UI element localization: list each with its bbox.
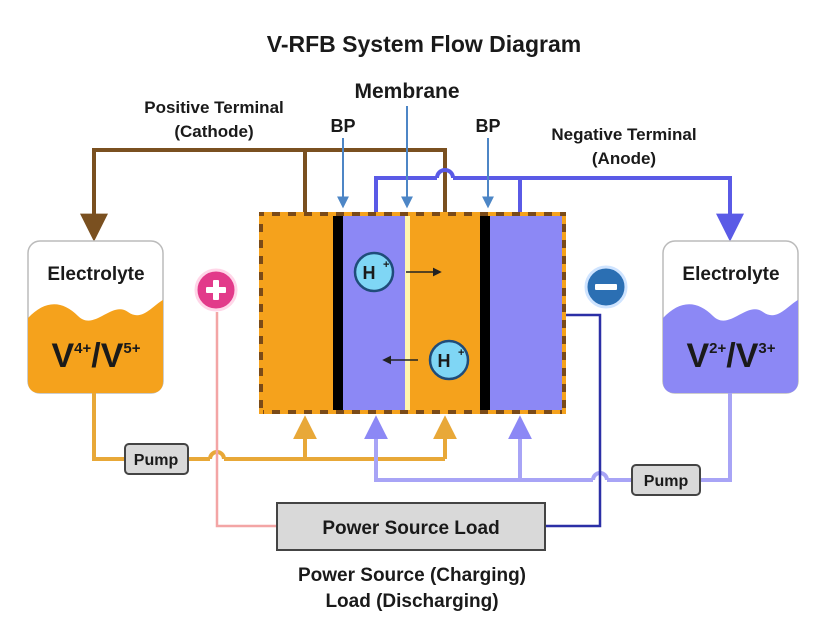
right-electrolyte-tank: Electrolyte V2+/V3+ (662, 240, 799, 394)
negative-terminal-label: Negative Terminal (551, 125, 696, 144)
positive-terminal-sublabel: (Cathode) (174, 122, 253, 141)
membrane-label: Membrane (354, 80, 459, 103)
negative-return-pipe (364, 393, 732, 482)
left-tank-label: Electrolyte (47, 264, 144, 285)
power-box-label: Power Source Load (322, 518, 499, 539)
pointer-arrows (337, 106, 494, 209)
right-tank-ions: V2+/V3+ (686, 337, 775, 375)
left-electrolyte-tank: Electrolyte V4+/V5+ (27, 240, 164, 394)
negative-wire (545, 313, 602, 528)
svg-text:+: + (458, 347, 464, 359)
right-pump: Pump (631, 464, 701, 496)
bp-right-label: BP (475, 116, 500, 136)
positive-terminal-icon (194, 268, 238, 312)
proton-bottom: H + (382, 339, 470, 381)
power-source-load-box: Power Source Load (276, 502, 546, 551)
left-tank-ions: V4+/V5+ (51, 337, 140, 375)
svg-text:H: H (363, 263, 376, 283)
svg-text:+: + (383, 259, 389, 271)
cell-stack (259, 212, 566, 414)
positive-terminal-label: Positive Terminal (144, 98, 284, 117)
bp-left-label: BP (330, 116, 355, 136)
positive-wire (215, 312, 277, 528)
negative-terminal-sublabel: (Anode) (592, 149, 656, 168)
svg-text:H: H (438, 351, 451, 371)
caption-line2: Load (Discharging) (325, 591, 498, 612)
positive-return-pipe (92, 393, 457, 461)
positive-outlet-pipe (80, 148, 447, 242)
right-pump-label: Pump (644, 473, 689, 490)
left-pump: Pump (124, 443, 189, 475)
left-pump-label: Pump (134, 452, 179, 469)
negative-terminal-icon (584, 265, 628, 309)
proton-top: H + (353, 251, 442, 293)
diagram-title: V-RFB System Flow Diagram (267, 31, 581, 57)
caption-line1: Power Source (Charging) (298, 565, 526, 586)
negative-outlet-pipe (374, 168, 744, 242)
right-tank-label: Electrolyte (682, 264, 779, 285)
